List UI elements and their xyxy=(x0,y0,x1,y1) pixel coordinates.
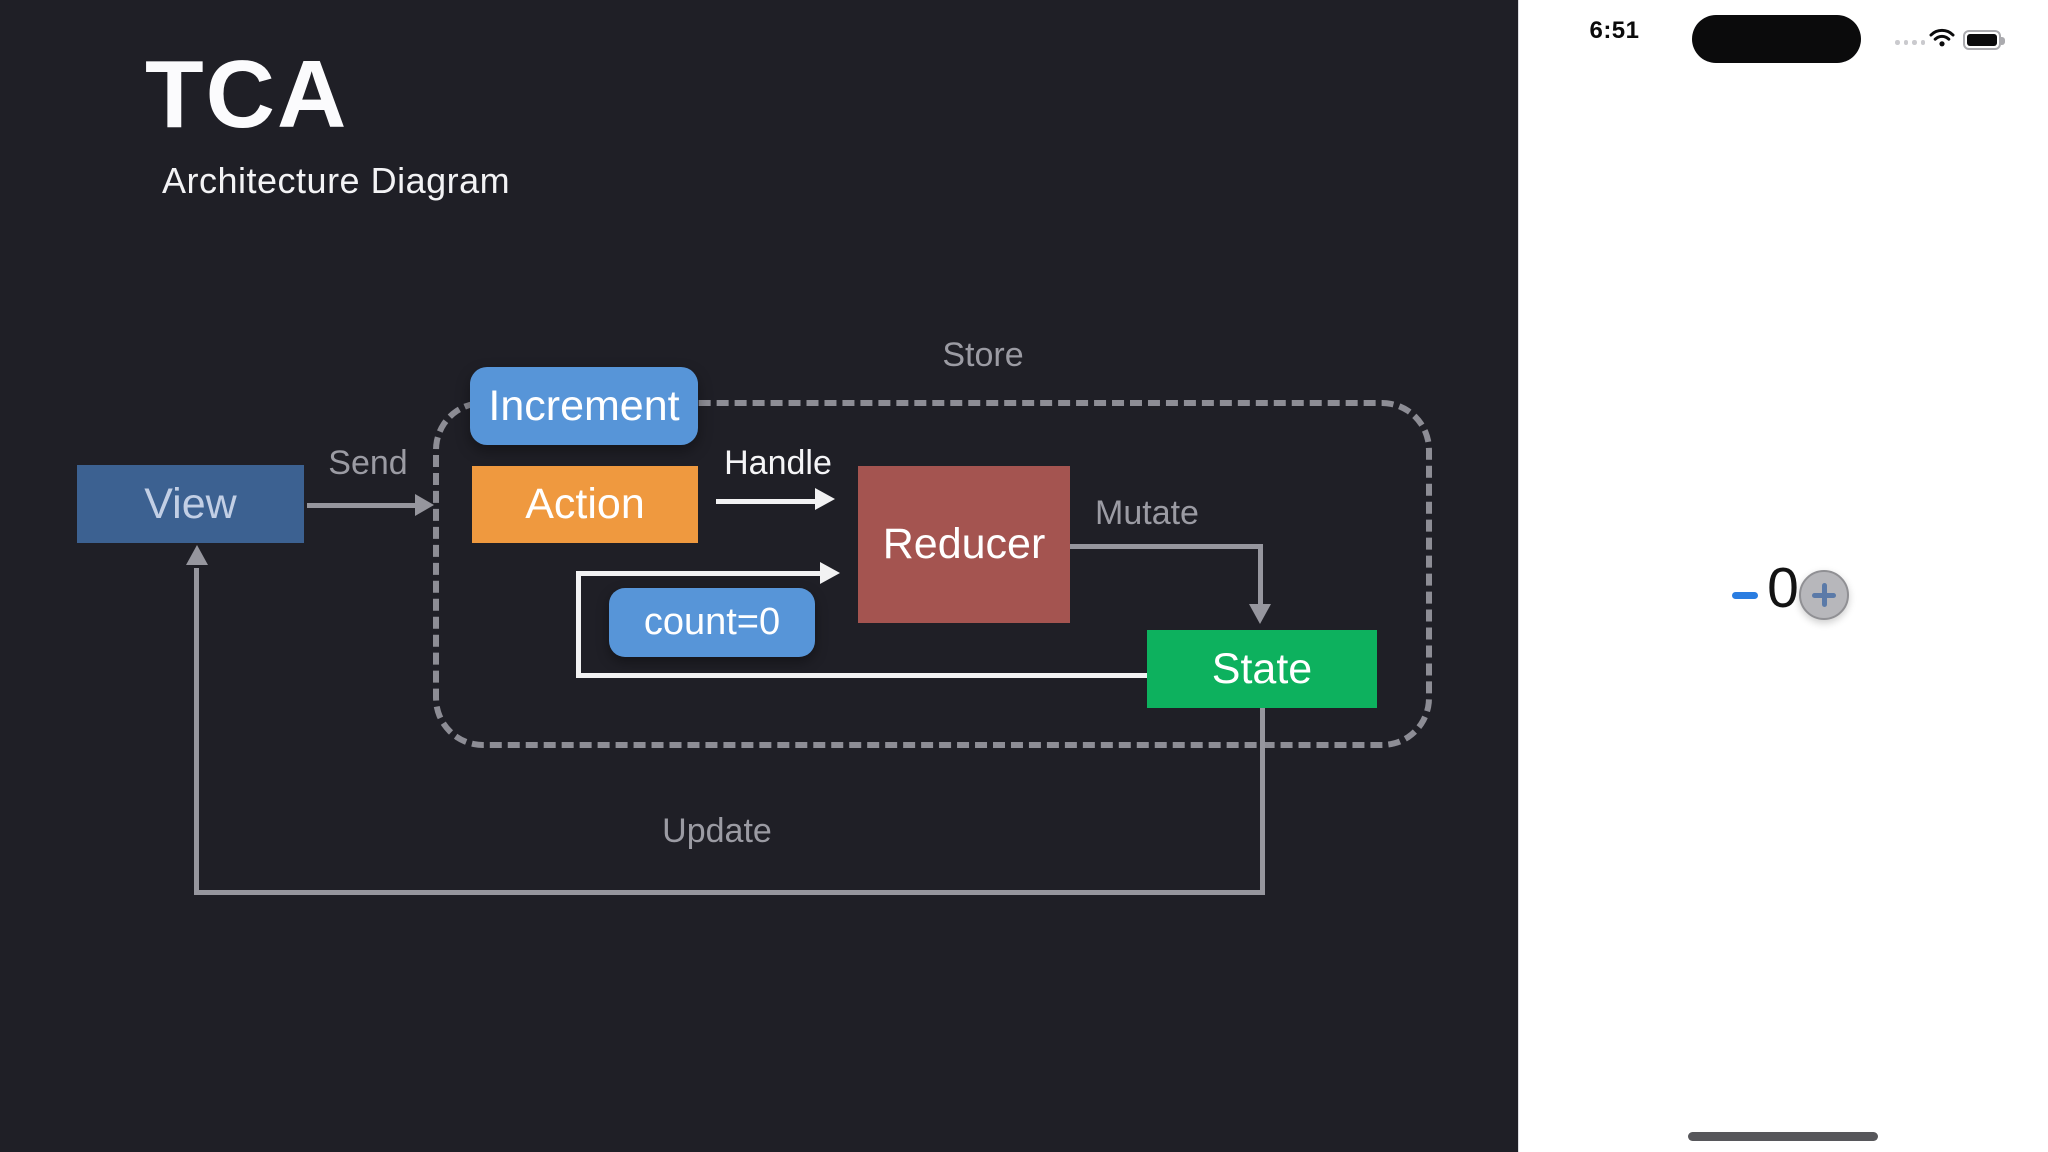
node-count-pill: count=0 xyxy=(609,588,815,657)
state-loop-bottom xyxy=(576,673,1147,678)
node-count-label: count=0 xyxy=(643,601,781,643)
state-loop-top xyxy=(576,571,822,576)
mutate-arrowhead xyxy=(1249,604,1271,624)
dynamic-island xyxy=(1692,15,1861,63)
update-label: Update xyxy=(662,812,772,850)
store-label: Store xyxy=(942,336,1024,374)
mutate-path-vertical xyxy=(1258,544,1263,606)
handle-label: Handle xyxy=(724,444,832,482)
status-bar-time: 6:51 xyxy=(1589,17,1640,44)
cellular-dot xyxy=(1895,40,1900,45)
node-action: Action xyxy=(472,466,698,543)
handle-arrow-line xyxy=(716,499,816,504)
battery-nub xyxy=(2001,37,2005,45)
node-reducer: Reducer xyxy=(858,466,1070,623)
update-arrowhead xyxy=(186,545,208,565)
counter-value: 0 xyxy=(1767,556,1799,620)
iphone-simulator-screen: 6:51 0 xyxy=(1518,0,2048,1152)
plus-icon xyxy=(1821,583,1827,607)
page-title: TCA xyxy=(145,41,349,148)
cellular-dot xyxy=(1920,40,1925,45)
node-view: View xyxy=(77,465,304,543)
send-label: Send xyxy=(328,444,408,482)
node-increment: Increment xyxy=(470,367,698,445)
node-state-label: State xyxy=(1211,644,1313,693)
battery-icon xyxy=(1963,30,2005,50)
node-view-label: View xyxy=(144,479,237,528)
node-state: State xyxy=(1147,630,1377,708)
battery-fill xyxy=(1967,34,1997,46)
state-loop-left xyxy=(576,571,581,678)
node-action-label: Action xyxy=(525,480,645,528)
node-reducer-label: Reducer xyxy=(882,520,1046,568)
state-loop-arrowhead xyxy=(820,562,840,584)
update-path-bottom xyxy=(194,890,1265,895)
minus-icon xyxy=(1732,592,1758,599)
node-increment-label: Increment xyxy=(488,381,680,430)
handle-arrowhead xyxy=(815,488,835,510)
update-path-right-vertical xyxy=(1260,708,1265,894)
store-boundary-dashed-box xyxy=(433,400,1432,748)
cellular-dot xyxy=(1912,40,1917,45)
update-path-left-vertical xyxy=(194,568,199,895)
home-indicator[interactable] xyxy=(1688,1132,1878,1141)
send-arrow-line xyxy=(307,503,417,508)
mutate-label: Mutate xyxy=(1095,494,1199,532)
page-subtitle: Architecture Diagram xyxy=(162,160,511,201)
wifi-icon xyxy=(1929,28,1955,47)
cellular-dots-icon xyxy=(1895,40,1925,45)
send-arrowhead xyxy=(415,494,434,516)
mutate-path-horizontal xyxy=(1070,544,1263,549)
diagram-panel: TCA Architecture Diagram Store Send Hand… xyxy=(77,41,1432,895)
increment-button[interactable] xyxy=(1799,570,1849,620)
decrement-button[interactable] xyxy=(1726,578,1764,612)
cellular-dot xyxy=(1903,40,1908,45)
